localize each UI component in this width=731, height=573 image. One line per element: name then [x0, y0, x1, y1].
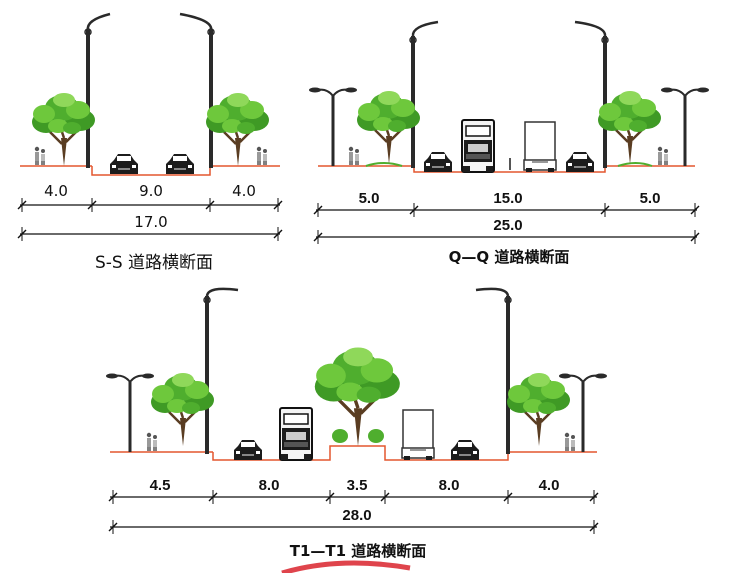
- q-q-segment-1: 5.0: [359, 190, 380, 207]
- t1-t1-segment-4: 8.0: [439, 477, 460, 494]
- s-s-segment-2: 9.0: [139, 182, 163, 200]
- t1-t1-segment-2: 8.0: [259, 477, 280, 494]
- section-t1-t1: 4.5 8.0 3.5 8.0 4.0 28.0 T1—T1 道路横断面: [105, 287, 608, 560]
- s-s-dimensions: 4.0 9.0 4.0 17.0: [17, 182, 283, 242]
- section-s-s: 4.0 9.0 4.0 17.0 S-S 道路横断面: [17, 12, 283, 273]
- t1-t1-dimensions: 4.5 8.0 3.5 8.0 4.0 28.0: [108, 477, 599, 535]
- q-q-dimensions: 5.0 15.0 5.0 25.0: [313, 190, 700, 245]
- t1-t1-segment-5: 4.0: [539, 477, 560, 494]
- t1-t1-segment-1: 4.5: [150, 477, 171, 494]
- s-s-total: 17.0: [134, 213, 167, 231]
- stamp-arc: [281, 560, 411, 573]
- q-q-title: Q—Q 道路横断面: [449, 248, 570, 266]
- t1-t1-total: 28.0: [342, 507, 371, 524]
- s-s-title: S-S 道路横断面: [95, 253, 213, 273]
- q-q-segment-2: 15.0: [493, 190, 522, 207]
- t1-t1-segment-3: 3.5: [347, 477, 368, 494]
- q-q-total: 25.0: [493, 217, 522, 234]
- s-s-segment-3: 4.0: [232, 182, 256, 200]
- s-s-segment-1: 4.0: [44, 182, 68, 200]
- s-s-illustration: [20, 12, 280, 176]
- section-q-q: 5.0 15.0 5.0 25.0 Q—Q 道路横断面: [308, 20, 710, 266]
- t1-t1-illustration: [105, 287, 608, 461]
- t1-t1-title: T1—T1 道路横断面: [290, 542, 427, 560]
- q-q-segment-3: 5.0: [640, 190, 661, 207]
- q-q-illustration: [308, 20, 710, 173]
